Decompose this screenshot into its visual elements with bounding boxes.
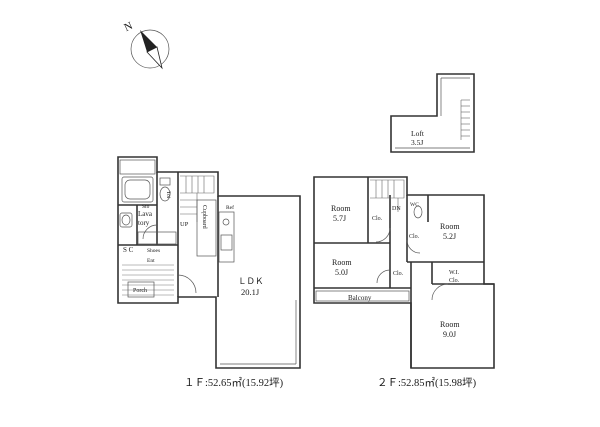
room-1-size: 5.7J — [333, 214, 346, 223]
loft-label: Loft — [411, 129, 425, 138]
storage-label: Sto — [142, 204, 150, 210]
shoes-label: Shoes — [147, 248, 160, 254]
ref-label: Ref — [226, 204, 234, 211]
up-label: UP — [180, 221, 189, 228]
cupboard-label: Cupboard — [201, 205, 207, 229]
room-3-size: 5.2J — [443, 232, 456, 241]
entrance-label: Ent — [147, 258, 155, 264]
second-floor-area: ２Ｆ:52.85㎡(15.98坪) — [377, 376, 477, 389]
walk-in-closet-label: W.I. — [449, 270, 460, 276]
first-floor-plan: Lava tory Sto Toi S C Shoes UP Cupboard … — [117, 156, 301, 369]
room-4-label: Room — [440, 320, 460, 329]
closet-1-label: Clo. — [372, 216, 383, 222]
down-label: DN — [392, 206, 401, 212]
porch-label: Porch — [133, 288, 147, 294]
room-3-label: Room — [440, 222, 460, 231]
north-label: N — [122, 20, 134, 34]
ldk-size: 20.1J — [241, 287, 260, 297]
toilet-label: Toi — [165, 191, 171, 199]
loft-size: 3.5J — [411, 138, 423, 147]
room-1-label: Room — [331, 204, 351, 213]
sc-label: S C — [123, 246, 134, 254]
ldk-label: ＬＤＫ — [238, 276, 264, 286]
loft-plan: Loft 3.5J — [390, 73, 475, 153]
balcony-label: Balcony — [348, 294, 372, 302]
lavatory-label-2: tory — [138, 219, 150, 227]
lavatory-label: Lava — [138, 210, 153, 218]
closet-3-label: Clo. — [409, 234, 420, 240]
room-4-size: 9.0J — [443, 330, 456, 339]
second-floor-plan: Room 5.7J Room 5.0J Room 5.2J Room 9.0J … — [313, 176, 495, 369]
north-arrow-icon: N — [122, 20, 170, 70]
wc-label: WC — [410, 202, 419, 208]
walk-in-closet-label-2: Clo. — [449, 278, 460, 284]
first-floor-area: １Ｆ:52.65㎡(15.92坪) — [184, 376, 284, 389]
room-2-label: Room — [332, 258, 352, 267]
closet-2-label: Clo. — [393, 271, 404, 277]
room-2-size: 5.0J — [335, 268, 348, 277]
